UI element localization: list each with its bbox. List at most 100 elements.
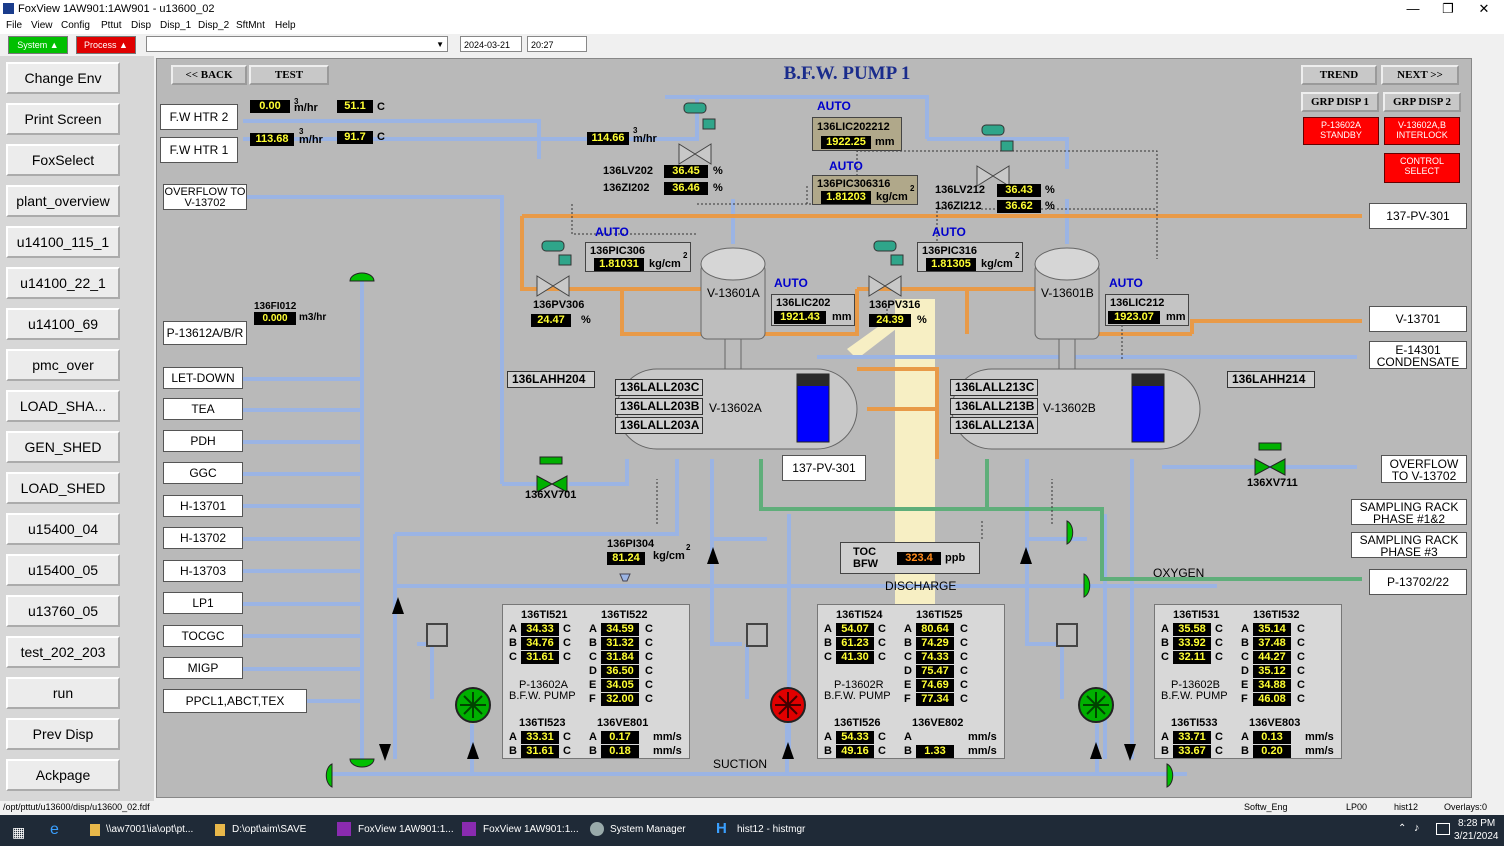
- trend-button[interactable]: TREND: [1301, 65, 1377, 85]
- taskbar-item-system-manager[interactable]: System Manager: [610, 824, 686, 835]
- nav-gen-shed[interactable]: GEN_SHED: [6, 431, 120, 463]
- histmgr-icon[interactable]: H: [716, 820, 727, 837]
- tag-137-pv-301-mid[interactable]: 137-PV-301: [782, 455, 866, 481]
- next-button[interactable]: NEXT >>: [1381, 65, 1459, 85]
- tag-tocgc[interactable]: TOCGC: [163, 625, 243, 647]
- nav-u15400-04[interactable]: u15400_04: [6, 513, 120, 545]
- volume-icon[interactable]: ♪: [1414, 822, 1420, 834]
- tag-h13701[interactable]: H-13701: [163, 495, 243, 517]
- nav-load-shed[interactable]: LOAD_SHED: [6, 472, 120, 504]
- tag-overflow-to-v13702-left[interactable]: OVERFLOW TO V-13702: [163, 184, 247, 210]
- taskbar-item-aw7001[interactable]: \\aw7001\ia\opt\pt...: [106, 824, 194, 835]
- nav-load-sha[interactable]: LOAD_SHA...: [6, 390, 120, 422]
- nav-u14100-22-1[interactable]: u14100_22_1: [6, 267, 120, 299]
- valve-xv711[interactable]: [1254, 442, 1286, 476]
- tag-ggc[interactable]: GGC: [163, 462, 243, 484]
- tag-p13702-22[interactable]: P-13702/22: [1369, 569, 1467, 595]
- pump-standby-alarm[interactable]: P-13602A STANDBY: [1303, 117, 1379, 145]
- tag-p13612[interactable]: P-13612A/B/R: [163, 321, 247, 345]
- nav-test-202-203[interactable]: test_202_203: [6, 636, 120, 668]
- tag-ppcl1[interactable]: PPCL1,ABCT,TEX: [163, 689, 307, 713]
- nav-run[interactable]: run: [6, 677, 120, 709]
- nav-foxselect[interactable]: FoxSelect: [6, 144, 120, 176]
- tag-v13701[interactable]: V-13701: [1369, 306, 1467, 332]
- lall203a-tag[interactable]: 136LALL203A: [615, 417, 703, 434]
- menu-view[interactable]: View: [31, 20, 53, 31]
- lall213b-tag[interactable]: 136LALL213B: [950, 398, 1038, 415]
- close-icon[interactable]: ✕: [1478, 1, 1490, 16]
- toc-analyzer-box[interactable]: TOC BFW 323.4 ppb: [840, 542, 980, 574]
- browser-icon[interactable]: e: [50, 821, 59, 838]
- grp-disp-2-button[interactable]: GRP DISP 2: [1383, 92, 1461, 112]
- pic306316-faceplate[interactable]: 136PIC306316 1.81203 kg/cm 2: [812, 175, 918, 205]
- nav-ackpage[interactable]: Ackpage: [6, 759, 120, 791]
- tag-fw-htr-2[interactable]: F.W HTR 2: [160, 104, 238, 130]
- nav-u15400-05[interactable]: u15400_05: [6, 554, 120, 586]
- foxview-icon[interactable]: [337, 822, 351, 836]
- menu-disp2[interactable]: Disp_2: [198, 20, 230, 31]
- network-icon[interactable]: [1436, 823, 1450, 835]
- foxview-icon[interactable]: [462, 822, 476, 836]
- nav-change-env[interactable]: Change Env: [6, 62, 120, 94]
- process-alarm-button[interactable]: Process ▲: [76, 36, 136, 54]
- nav-plant-overview[interactable]: plant_overview: [6, 185, 120, 217]
- pic306-faceplate[interactable]: 136PIC306 1.81031 kg/cm 2: [585, 242, 691, 272]
- folder-icon[interactable]: [215, 824, 225, 836]
- nav-u14100-115-1[interactable]: u14100_115_1: [6, 226, 120, 258]
- menu-config[interactable]: Config: [61, 20, 90, 31]
- lall213a-tag[interactable]: 136LALL213A: [950, 417, 1038, 434]
- pump-r-shape[interactable]: [770, 687, 806, 723]
- grp-disp-1-button[interactable]: GRP DISP 1: [1301, 92, 1379, 112]
- taskbar-item-foxview-1[interactable]: FoxView 1AW901:1...: [358, 824, 454, 835]
- tag-e14301-condensate[interactable]: E-14301 CONDENSATE: [1369, 341, 1467, 369]
- test-button[interactable]: TEST: [249, 65, 329, 85]
- control-valve-pv316[interactable]: [868, 240, 904, 297]
- taskbar-item-foxview-2[interactable]: FoxView 1AW901:1...: [483, 824, 579, 835]
- tag-sampling-rack-1-2[interactable]: SAMPLING RACK PHASE #1&2: [1351, 499, 1467, 525]
- nav-print-screen[interactable]: Print Screen: [6, 103, 120, 135]
- back-button[interactable]: << BACK: [171, 65, 247, 85]
- lahh214-tag[interactable]: 136LAHH214: [1227, 371, 1315, 388]
- nav-prev-disp[interactable]: Prev Disp: [6, 718, 120, 750]
- pump-a-shape[interactable]: [455, 687, 491, 723]
- menu-disp[interactable]: Disp: [131, 20, 152, 31]
- lic202-faceplate[interactable]: 136LIC202 1921.43 mm: [771, 294, 855, 326]
- taskbar-item-save[interactable]: D:\opt\aim\SAVE: [232, 824, 307, 835]
- lic202212-faceplate[interactable]: 136LIC202212 1922.25 mm: [812, 117, 902, 151]
- taskbar-item-histmgr[interactable]: hist12 - histmgr: [737, 824, 806, 835]
- menu-sftmnt[interactable]: SftMnt: [236, 20, 265, 31]
- menu-help[interactable]: Help: [275, 20, 296, 31]
- tag-lp1[interactable]: LP1: [163, 592, 243, 614]
- windows-start-icon[interactable]: ▦: [12, 824, 26, 840]
- folder-icon[interactable]: [90, 824, 100, 836]
- lahh204-tag[interactable]: 136LAHH204: [507, 371, 595, 388]
- minimize-icon[interactable]: —: [1406, 1, 1420, 16]
- nav-pmc-over[interactable]: pmc_over: [6, 349, 120, 381]
- nav-u13760-05[interactable]: u13760_05: [6, 595, 120, 627]
- lall203b-tag[interactable]: 136LALL203B: [615, 398, 703, 415]
- control-valve-lv212[interactable]: [976, 124, 1014, 187]
- lall213c-tag[interactable]: 136LALL213C: [950, 379, 1038, 396]
- valve-xv701[interactable]: [536, 456, 568, 493]
- tag-137-pv-301-right[interactable]: 137-PV-301: [1369, 203, 1467, 229]
- tag-fw-htr-1[interactable]: F.W HTR 1: [160, 137, 238, 163]
- display-select-dropdown[interactable]: ▼: [146, 36, 448, 52]
- pump-b-shape[interactable]: [1078, 687, 1114, 723]
- control-valve-lv202[interactable]: [678, 102, 716, 165]
- lic212-faceplate[interactable]: 136LIC212 1923.07 mm: [1105, 294, 1189, 326]
- control-valve-pv306[interactable]: [536, 240, 572, 297]
- lall203c-tag[interactable]: 136LALL203C: [615, 379, 703, 396]
- tag-pdh[interactable]: PDH: [163, 430, 243, 452]
- interlock-alarm[interactable]: V-13602A,B INTERLOCK: [1384, 117, 1460, 145]
- tag-let-down[interactable]: LET-DOWN: [163, 367, 243, 389]
- menu-disp1[interactable]: Disp_1: [160, 20, 192, 31]
- pic316-faceplate[interactable]: 136PIC316 1.81305 kg/cm 2: [917, 242, 1023, 272]
- control-select-button[interactable]: CONTROL SELECT: [1384, 153, 1460, 183]
- tray-chevron-icon[interactable]: ⌃: [1398, 823, 1407, 834]
- tag-tea[interactable]: TEA: [163, 398, 243, 420]
- tag-overflow-to-v13702-right[interactable]: OVERFLOW TO V-13702: [1381, 455, 1467, 483]
- tag-h13702[interactable]: H-13702: [163, 527, 243, 549]
- menu-pttut[interactable]: Pttut: [101, 20, 122, 31]
- tag-sampling-rack-3[interactable]: SAMPLING RACK PHASE #3: [1351, 532, 1467, 558]
- maximize-icon[interactable]: ❐: [1442, 1, 1454, 16]
